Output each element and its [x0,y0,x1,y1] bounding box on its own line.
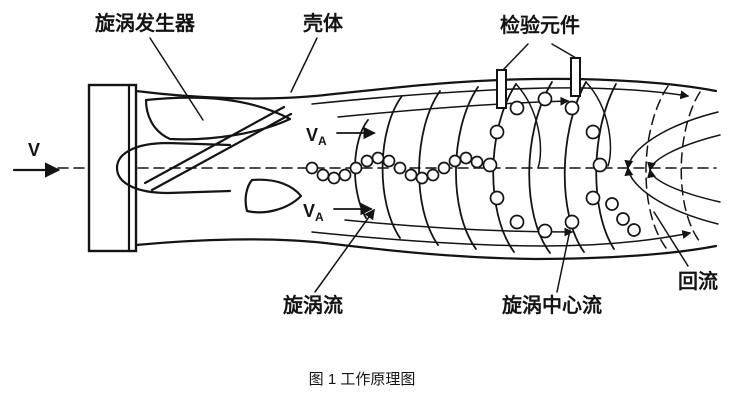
helix-circle [448,154,462,168]
swirl-arc [381,95,403,239]
helix-circle [470,155,484,169]
inlet-flange [87,83,138,253]
helix-circle [509,214,525,230]
swirl-arc-dashed [680,91,701,243]
helix-circle [316,168,330,182]
label-vortex-generator: 旋涡发生器 [94,11,196,35]
blade-edge-line [150,112,293,192]
va-main: V [303,201,315,221]
helix-circle [437,161,451,175]
helix-circle [627,223,641,237]
upper-swirl-blade [144,96,292,141]
leader-backflow [653,211,689,267]
leader-vortex-center-flow [556,229,571,293]
swirl-arc-right-half [585,81,612,167]
helix-circle [482,157,498,173]
backflow-curve [624,166,719,225]
swirl-arc [418,90,441,246]
helix-circle [537,91,553,107]
lower-swirl-blade [244,178,303,214]
va-sub: A [315,210,324,224]
helix-circle [489,190,505,206]
helix-circle [537,223,553,239]
helix-circle [585,190,601,206]
va-main: V [306,125,318,145]
swirl-arc-right-half [515,83,542,169]
swirl-arc [563,81,587,253]
helix-circle [592,157,608,173]
label-axial-velocity-lower: VA [303,201,324,224]
swirl-arc-dashed [645,85,669,249]
helix-circle [564,214,580,230]
backflow-curve [647,168,721,203]
vortex-core-helix [305,91,641,239]
helix-circle [585,124,601,140]
label-detection-element: 检验元件 [500,13,580,37]
va-sub: A [318,134,327,148]
helix-circle [393,161,407,175]
leader-shell [290,37,318,93]
blade-edge-line-2 [143,105,286,185]
helix-circle [338,168,352,182]
helix-circle [327,171,341,185]
shell-outline [134,77,718,261]
helix-circle [415,171,429,185]
backflow-curve [624,111,719,170]
leader-detection-1 [502,43,529,71]
vortex-generator-body [115,96,303,214]
text-labels: 旋涡发生器 壳体 检验元件 旋涡流 旋涡中心流 回流 V VA VA 图 1 工… [28,11,718,388]
leader-vortex-flow [314,208,375,293]
streamline-top-1 [311,87,690,105]
helix-circle [605,197,619,211]
helix-circle [459,151,473,165]
velocity-arrows [12,126,376,216]
label-shell: 壳体 [302,11,344,35]
helix-circle [489,124,505,140]
label-vortex-center-flow: 旋涡中心流 [501,293,602,317]
backflow-curve [647,134,721,172]
helix-circle [509,100,525,116]
detection-probe-1 [496,69,507,109]
shell-top-line [134,77,718,100]
leader-vortex-generator [149,37,204,121]
helix-circle [426,168,440,182]
shell-bottom-line [134,238,718,261]
detection-probe-2 [570,57,581,97]
figure-caption: 图 1 工作原理图 [309,371,416,388]
generator-nose [115,141,232,195]
helix-circle [382,154,396,168]
helix-circle [564,100,580,116]
leader-detection-2 [551,43,577,59]
leader-lines [149,37,689,293]
helix-circle [371,151,385,165]
swirl-arc [455,86,479,250]
label-vortex-flow: 旋涡流 [282,293,343,317]
helix-circle [616,212,630,226]
helix-circle [360,154,374,168]
label-backflow: 回流 [678,269,718,293]
streamline-bottom-1 [311,230,692,247]
helix-circle [305,161,319,175]
label-axial-velocity-upper: VA [306,125,327,148]
helix-circle [349,161,363,175]
helix-circle [404,168,418,182]
label-inlet-velocity: V [28,140,40,160]
backflow-lines [624,111,721,225]
